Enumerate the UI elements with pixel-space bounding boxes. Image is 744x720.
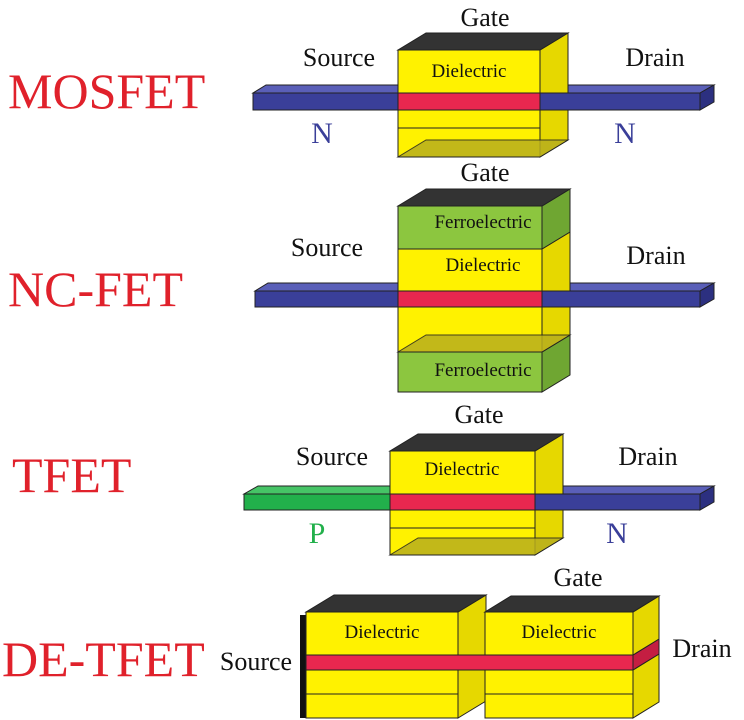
detfet-right-gate-contact [483, 595, 661, 613]
detfet-source-label: Source [220, 647, 292, 676]
mosfet-source-doping: N [311, 117, 333, 150]
detfet-right-dielectric-block [483, 595, 661, 656]
tfet-drain-label: Drain [618, 442, 677, 471]
ncfet-drain-label: Drain [626, 241, 685, 270]
detfet-title: DE-TFET [2, 631, 205, 687]
mosfet-drain-doping: N [614, 117, 636, 150]
ncfet-gate-label: Gate [460, 158, 509, 187]
tfet-source-doping: P [309, 517, 326, 550]
ncfet-source-label: Source [291, 233, 363, 262]
detfet-source-contact [300, 615, 306, 718]
tfet-gate-label: Gate [454, 400, 503, 429]
mosfet-section: MOSFET Dielectric Gate Source Drain [8, 3, 716, 158]
mosfet-drain-label: Drain [625, 43, 684, 72]
ncfet-ferro-top-label: Ferroelectric [434, 212, 531, 233]
mosfet-drain-region [538, 84, 716, 111]
detfet-left-gate-contact [304, 594, 488, 613]
mosfet-title: MOSFET [8, 63, 205, 119]
ncfet-top-ferroelectric-block [396, 188, 572, 250]
tfet-gate-contact [388, 433, 565, 452]
mosfet-bottom-dielectric-block [396, 92, 570, 158]
mosfet-source-region [251, 84, 414, 111]
detfet-drain-label: Drain [672, 634, 731, 663]
mosfet-dielectric-label: Dielectric [432, 61, 507, 82]
detfet-left-dielectric-block [304, 594, 488, 656]
ncfet-channel [397, 290, 543, 308]
mosfet-gate-contact [396, 32, 570, 51]
ncfet-source-region [253, 282, 414, 308]
tfet-section: TFET Dielectric Gate Source Dra [12, 400, 716, 556]
ncfet-dielectric-label: Dielectric [446, 255, 521, 276]
mosfet-channel [397, 92, 541, 111]
detfet-gate-label: Gate [553, 563, 602, 592]
tfet-title: TFET [12, 447, 131, 503]
detfet-right-bottom-block [484, 653, 660, 719]
detfet-right-dielectric-label: Dielectric [522, 622, 597, 643]
detfet-section: DE-TFET Dielectric [2, 563, 732, 719]
tfet-drain-doping: N [606, 517, 628, 550]
ncfet-title: NC-FET [8, 261, 183, 317]
tfet-source-region [242, 485, 406, 511]
ncfet-section: NC-FET [8, 158, 716, 393]
ncfet-bottom-ferroelectric-block [397, 334, 571, 393]
detfet-left-dielectric-label: Dielectric [345, 622, 420, 643]
ncfet-ferro-bottom-label: Ferroelectric [434, 360, 531, 381]
mosfet-dielectric-block [396, 32, 570, 94]
tfet-channel [389, 493, 536, 511]
tfet-dielectric-block [388, 433, 565, 495]
mosfet-source-label: Source [303, 43, 375, 72]
tfet-dielectric-label: Dielectric [425, 459, 500, 480]
mosfet-gate-label: Gate [460, 3, 509, 32]
ncfet-drain-region [540, 282, 716, 308]
tfet-source-label: Source [296, 442, 368, 471]
ncfet-gate-contact [396, 188, 572, 207]
